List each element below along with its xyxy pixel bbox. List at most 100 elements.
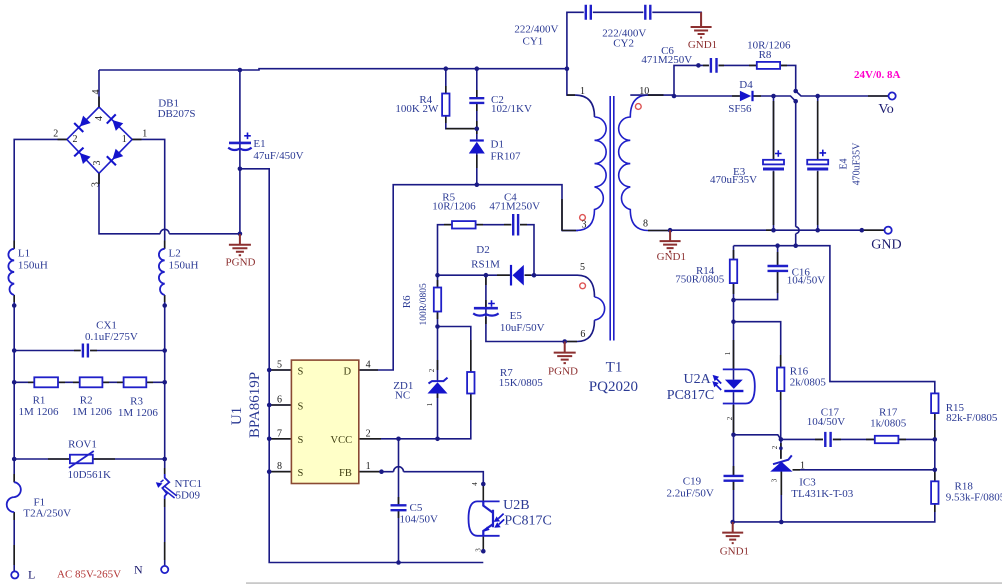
svg-text:VCC: VCC <box>331 435 353 446</box>
svg-text:C19: C19 <box>683 475 702 487</box>
svg-text:D4: D4 <box>739 79 753 91</box>
svg-text:1: 1 <box>800 460 805 471</box>
svg-text:1M 1206: 1M 1206 <box>18 406 59 418</box>
svg-text:E1: E1 <box>253 138 265 150</box>
svg-text:R18: R18 <box>955 481 974 493</box>
svg-text:BPA8619P: BPA8619P <box>247 372 263 438</box>
svg-text:DB207S: DB207S <box>158 108 196 120</box>
svg-text:C5: C5 <box>410 502 423 514</box>
svg-text:U1: U1 <box>229 407 245 425</box>
svg-text:470uF35V: 470uF35V <box>852 142 863 186</box>
svg-text:2: 2 <box>53 129 58 140</box>
svg-text:PC817C: PC817C <box>667 388 714 403</box>
svg-text:PGND: PGND <box>226 257 256 269</box>
svg-text:1: 1 <box>142 129 147 140</box>
svg-text:4: 4 <box>94 116 105 121</box>
svg-text:R2: R2 <box>80 394 93 406</box>
svg-text:150uH: 150uH <box>18 259 48 271</box>
svg-text:Vo: Vo <box>878 102 893 117</box>
svg-text:3: 3 <box>92 161 103 166</box>
svg-text:2: 2 <box>726 416 734 420</box>
svg-text:R3: R3 <box>130 396 143 408</box>
svg-text:U2B: U2B <box>503 498 529 513</box>
svg-text:8: 8 <box>277 461 282 472</box>
svg-text:D2: D2 <box>476 244 489 256</box>
svg-text:2.2uF/50V: 2.2uF/50V <box>667 488 714 500</box>
svg-text:3: 3 <box>582 219 587 230</box>
svg-text:U2A: U2A <box>684 372 712 387</box>
svg-text:0.1uF/275V: 0.1uF/275V <box>85 331 138 343</box>
svg-text:CX1: CX1 <box>96 320 117 332</box>
svg-text:C2: C2 <box>491 94 504 106</box>
svg-text:4: 4 <box>471 482 479 486</box>
svg-text:47uF/450V: 47uF/450V <box>253 150 303 162</box>
svg-text:750R/0805: 750R/0805 <box>675 274 724 286</box>
svg-text:100K 2W: 100K 2W <box>395 103 439 115</box>
svg-text:1M 1206: 1M 1206 <box>118 407 159 419</box>
svg-text:6: 6 <box>580 329 585 340</box>
svg-text:CY2: CY2 <box>613 37 634 49</box>
svg-text:T2A/250V: T2A/250V <box>23 508 71 520</box>
svg-text:PC817C: PC817C <box>504 514 551 529</box>
svg-text:104/50V: 104/50V <box>787 275 826 287</box>
svg-text:1: 1 <box>366 461 371 472</box>
svg-text:2: 2 <box>771 445 779 449</box>
svg-text:S: S <box>298 401 304 412</box>
svg-text:TL431K-T-03: TL431K-T-03 <box>791 488 853 500</box>
svg-text:C17: C17 <box>821 407 840 419</box>
svg-text:R4: R4 <box>419 94 432 106</box>
svg-text:PQ2020: PQ2020 <box>589 379 638 395</box>
svg-text:10R/1206: 10R/1206 <box>747 40 791 52</box>
svg-text:2: 2 <box>366 428 371 439</box>
svg-text:6: 6 <box>277 395 282 406</box>
svg-text:222/400V: 222/400V <box>602 28 646 40</box>
svg-text:R6: R6 <box>401 295 413 308</box>
svg-text:DB1: DB1 <box>158 97 179 109</box>
svg-text:3: 3 <box>771 478 779 482</box>
svg-text:8: 8 <box>643 219 648 230</box>
svg-text:E5: E5 <box>510 310 523 322</box>
svg-text:N: N <box>134 563 143 577</box>
svg-text:2: 2 <box>428 368 436 372</box>
svg-text:10: 10 <box>639 86 649 97</box>
svg-text:R16: R16 <box>790 366 809 378</box>
svg-text:10uF/50V: 10uF/50V <box>500 322 545 334</box>
svg-text:471M250V: 471M250V <box>489 201 540 213</box>
svg-text:R14: R14 <box>696 265 715 277</box>
svg-text:1: 1 <box>580 86 585 97</box>
svg-text:FB: FB <box>339 468 352 479</box>
svg-text:RS1M: RS1M <box>471 258 500 270</box>
svg-text:2k/0805: 2k/0805 <box>790 376 827 388</box>
svg-text:100R/0805: 100R/0805 <box>419 283 429 325</box>
svg-text:CY1: CY1 <box>523 35 544 47</box>
svg-text:C16: C16 <box>792 267 811 279</box>
svg-text:10R/1206: 10R/1206 <box>432 201 476 213</box>
svg-text:PGND: PGND <box>548 366 578 378</box>
svg-text:GND1: GND1 <box>657 251 686 263</box>
svg-text:5: 5 <box>277 360 282 371</box>
svg-text:3: 3 <box>475 548 483 552</box>
svg-text:1k/0805: 1k/0805 <box>870 418 907 430</box>
svg-text:IC3: IC3 <box>799 477 816 489</box>
svg-text:1M 1206: 1M 1206 <box>72 406 113 418</box>
svg-text:E4: E4 <box>839 158 850 169</box>
svg-text:222/400V: 222/400V <box>514 24 558 36</box>
svg-text:C4: C4 <box>504 192 517 204</box>
svg-text:15K/0805: 15K/0805 <box>499 377 544 389</box>
svg-text:S: S <box>298 468 304 479</box>
svg-text:R1: R1 <box>33 394 46 406</box>
svg-text:F1: F1 <box>34 497 46 509</box>
svg-text:SF56: SF56 <box>728 103 752 115</box>
svg-text:1: 1 <box>426 402 434 406</box>
svg-text:1: 1 <box>724 351 732 355</box>
svg-text:5: 5 <box>580 262 585 273</box>
svg-text:82k-F/0805: 82k-F/0805 <box>946 412 998 424</box>
svg-text:L2: L2 <box>169 248 181 260</box>
svg-text:FR107: FR107 <box>491 151 521 163</box>
svg-text:D1: D1 <box>491 139 504 151</box>
svg-text:7: 7 <box>277 428 282 439</box>
svg-text:L1: L1 <box>18 248 30 260</box>
svg-text:GND1: GND1 <box>720 546 749 558</box>
svg-text:R5: R5 <box>442 192 455 204</box>
svg-text:D: D <box>344 366 352 377</box>
